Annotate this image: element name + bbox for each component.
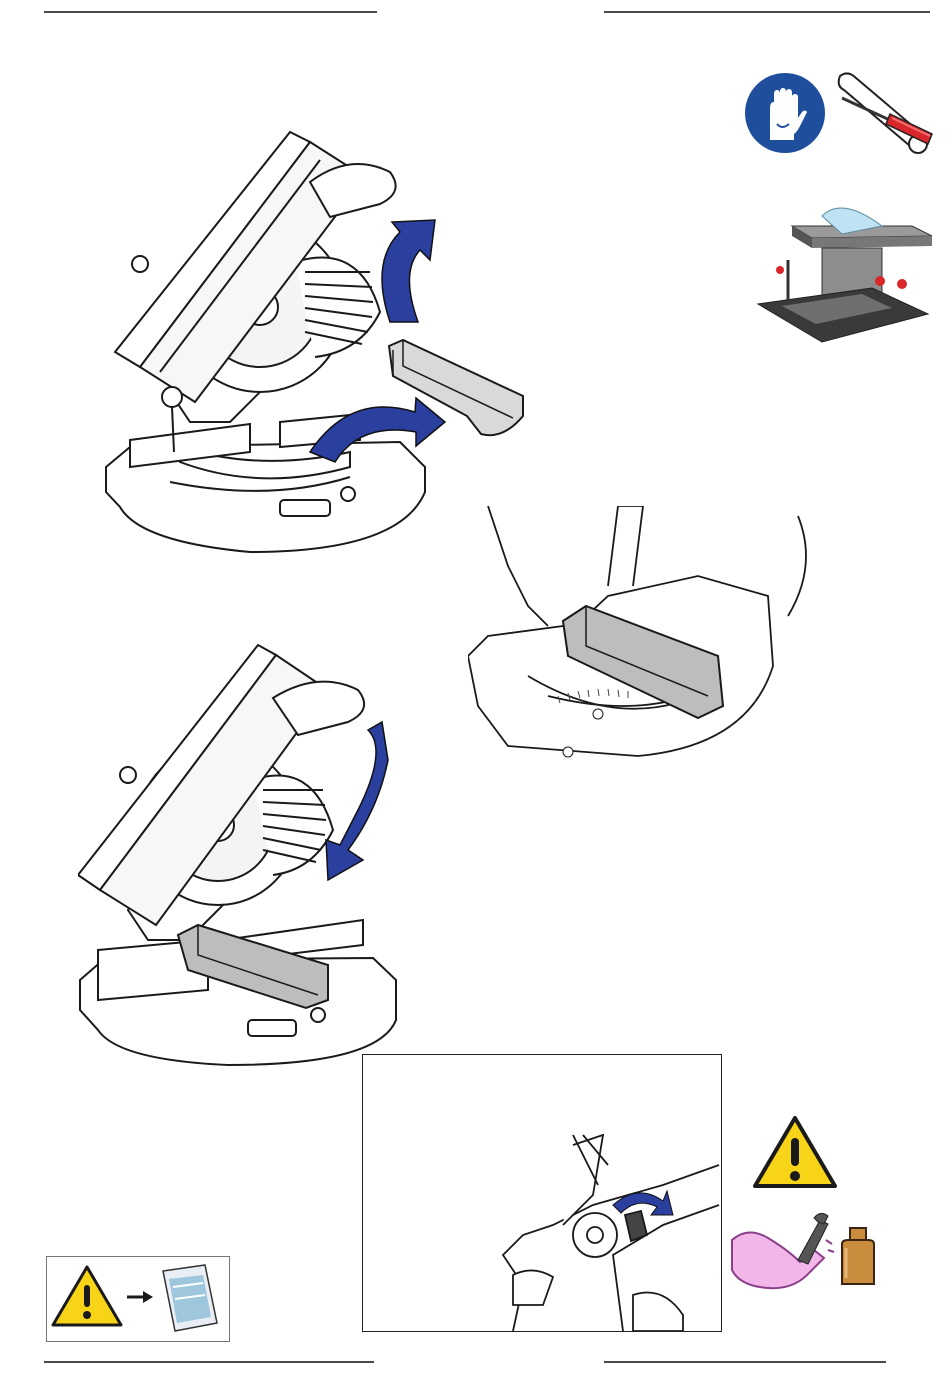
footer-rule-left (44, 1361, 374, 1363)
header-rule-left (44, 11, 377, 13)
table-top-saw-thumbnail (752, 196, 940, 348)
weight-icon (838, 1226, 878, 1288)
arm-wrench-icon (728, 1210, 836, 1302)
fence-installed-detail (468, 506, 818, 770)
warning-triangle-icon (752, 1114, 838, 1190)
fence-extension-part (383, 336, 533, 440)
wrench-screwdriver-icon (832, 68, 940, 160)
header-rule-right (604, 11, 930, 13)
manual-booklet-icon (163, 1265, 217, 1331)
footer-rule-right (604, 1361, 886, 1363)
knob-adjust-detail-box (362, 1054, 722, 1332)
read-manual-box (46, 1256, 230, 1342)
mitre-saw-lower-head-illustration (78, 640, 408, 1070)
gloves-mandatory-icon (744, 72, 826, 154)
